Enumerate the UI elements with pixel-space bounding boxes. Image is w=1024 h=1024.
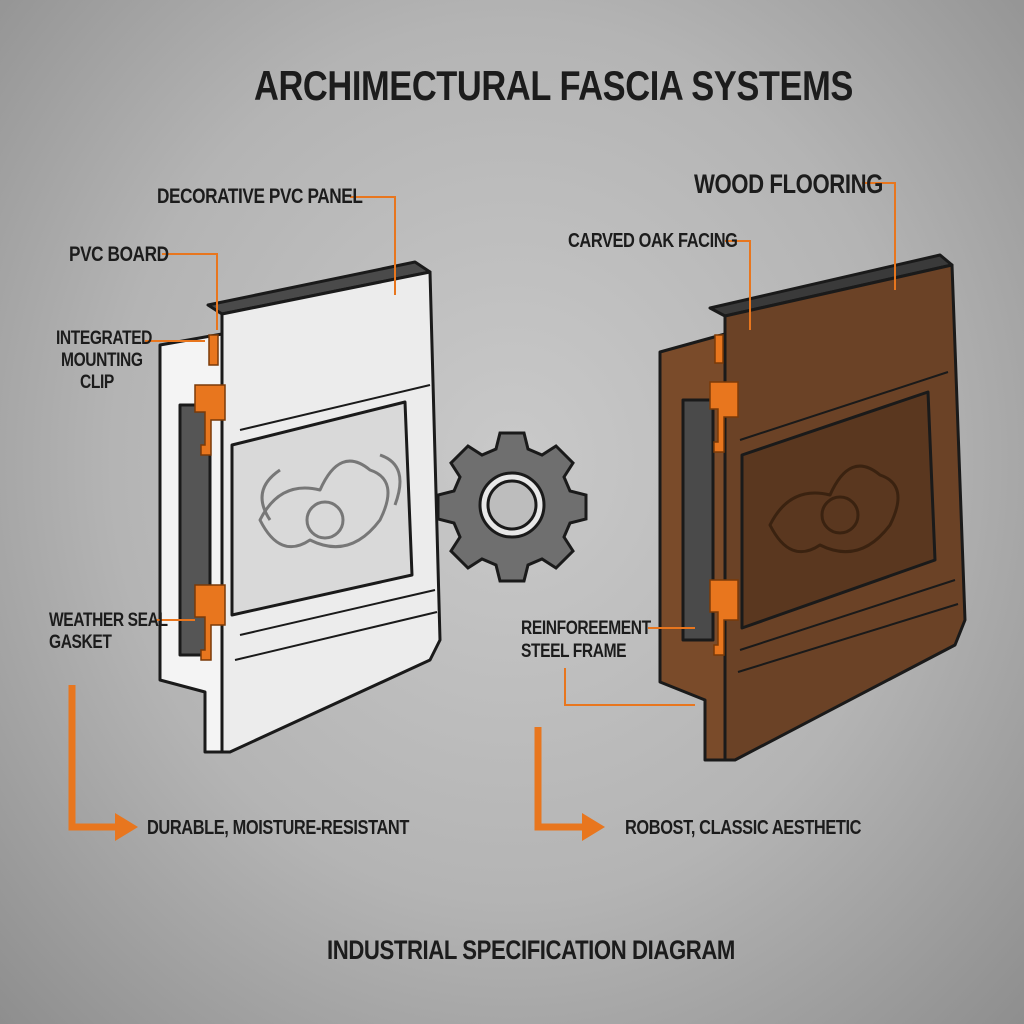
label-mounting-clip-line3: CLIP — [80, 372, 114, 393]
label-carved-oak-facing: CARVED OAK FACING — [568, 230, 738, 252]
label-mounting-clip-line2: MOUNTING — [61, 350, 143, 371]
label-mounting-clip-line1: INTEGRATED — [56, 328, 153, 349]
label-weather-seal-line1: WEATHER SEAL — [49, 610, 168, 631]
label-steel-frame-line2: STEEL FRAME — [521, 641, 627, 662]
wood-panel-illustration — [658, 253, 967, 762]
left-summary: DURABLE, MOISTURE-RESISTANT — [147, 817, 409, 839]
right-summary: ROBOST, CLASSIC AESTHETIC — [625, 817, 862, 839]
label-pvc-board: PVC BOARD — [69, 243, 169, 266]
footer-caption: INDUSTRIAL SPECIFICATION DIAGRAM — [327, 935, 735, 965]
label-steel-frame-line1: REINFOREEMENT — [521, 618, 651, 639]
steel-frame-clips — [709, 334, 739, 656]
summary-arrows — [68, 685, 585, 831]
label-decorative-pvc-panel: DECORATIVE PVC PANEL — [157, 185, 363, 208]
page-title: ARCHIMECTURAL FASCIA SYSTEMS — [254, 62, 853, 109]
gear-icon — [436, 431, 588, 583]
arrow-heads — [115, 813, 605, 841]
label-weather-seal-line2: GASKET — [49, 632, 112, 653]
pvc-panel-illustration — [158, 260, 442, 754]
right-heading: WOOD FLOORING — [694, 169, 883, 199]
leader-lines — [145, 182, 896, 706]
mounting-clips — [194, 334, 226, 661]
